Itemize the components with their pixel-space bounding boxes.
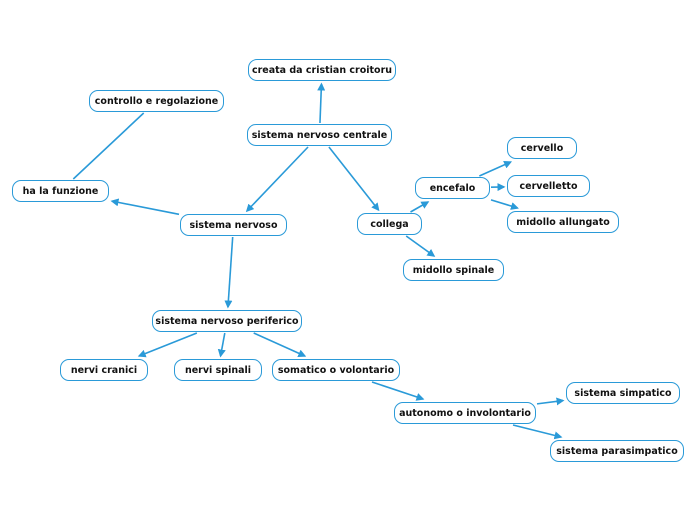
node-encefalo[interactable]: encefalo — [415, 177, 490, 199]
node-controllo[interactable]: controllo e regolazione — [89, 90, 224, 112]
node-nervi-cranici[interactable]: nervi cranici — [60, 359, 148, 381]
node-parasimpatico[interactable]: sistema parasimpatico — [550, 440, 684, 462]
node-cervelletto[interactable]: cervelletto — [507, 175, 590, 197]
edge-snp-to-nervi_cranici — [137, 332, 198, 358]
edge-autonomo-to-simpatico — [536, 397, 565, 406]
node-autonomo[interactable]: autonomo o involontario — [394, 402, 536, 424]
edge-sn-to-snp — [224, 236, 234, 309]
edge-funzione-to-controllo — [72, 112, 145, 180]
node-midollo-spinale[interactable]: midollo spinale — [403, 259, 504, 281]
edge-collega-to-encefalo — [410, 201, 430, 213]
edge-snp-to-somatico — [253, 332, 307, 357]
node-collega[interactable]: collega — [357, 213, 422, 235]
node-snc[interactable]: sistema nervoso centrale — [247, 124, 392, 146]
edge-sn-to-funzione — [110, 198, 180, 216]
node-nervi-spinali[interactable]: nervi spinali — [174, 359, 262, 381]
node-sn[interactable]: sistema nervoso — [180, 214, 287, 236]
node-simpatico[interactable]: sistema simpatico — [566, 382, 680, 404]
edge-collega-to-midollo_spinale — [405, 235, 436, 257]
node-somatico[interactable]: somatico o volontario — [272, 359, 400, 381]
node-cervello[interactable]: cervello — [507, 137, 577, 159]
node-snp[interactable]: sistema nervoso periferico — [152, 310, 302, 332]
node-creata[interactable]: creata da cristian croitoru — [248, 59, 396, 81]
edge-snp-to-nervi_spinali — [217, 332, 226, 358]
edge-encefalo-to-cervello — [479, 161, 513, 177]
node-funzione[interactable]: ha la funzione — [12, 180, 109, 202]
edge-snc-to-collega — [328, 146, 380, 212]
edge-autonomo-to-parasimpatico — [512, 424, 563, 440]
edge-somatico-to-autonomo — [371, 381, 425, 401]
edge-encefalo-to-midollo_allungato — [490, 199, 519, 210]
edge-snc-to-creata — [317, 82, 326, 124]
edge-snc-to-sn — [245, 146, 309, 213]
node-midollo-allungato[interactable]: midollo allungato — [507, 211, 619, 233]
